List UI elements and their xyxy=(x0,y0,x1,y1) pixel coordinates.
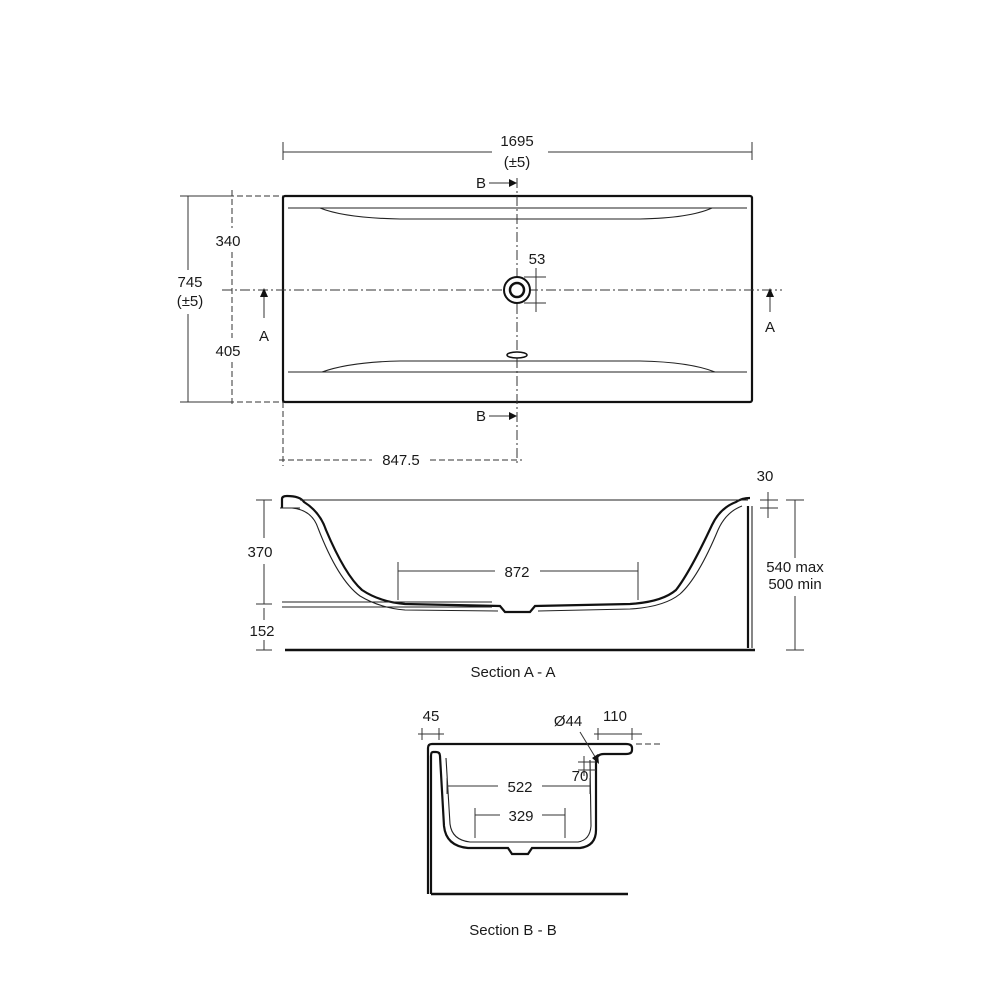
section-b-caption: Section B - B xyxy=(469,922,557,939)
leg-height-label: 152 xyxy=(249,623,274,640)
section-a-tub-inner xyxy=(291,505,743,612)
overall-width-label: 745 xyxy=(177,274,202,291)
half-length-label: 847.5 xyxy=(382,452,420,469)
basin-curve-top xyxy=(319,207,713,220)
section-a-marker-left: A xyxy=(259,328,269,345)
section-b-view: 45 Ø44 110 70 522 329 Section B - B xyxy=(418,708,660,939)
section-b-tub-profile xyxy=(426,742,634,894)
lower-width-label: 405 xyxy=(215,343,240,360)
basin-curve-bottom xyxy=(321,360,716,373)
section-a-arrow-right-icon xyxy=(766,288,774,297)
base-length-label: 872 xyxy=(504,564,529,581)
plan-view: 1695 (±5) 53 B B A xyxy=(177,133,782,469)
width-tolerance-label: (±5) xyxy=(177,293,204,310)
total-height-max-label: 540 max xyxy=(766,559,824,576)
overflow-arrow-icon xyxy=(592,754,599,764)
rim-height-label: 30 xyxy=(757,468,774,485)
inner-depth-label: 370 xyxy=(247,544,272,561)
rim-width-label: 45 xyxy=(423,708,440,725)
upper-width-label: 340 xyxy=(215,233,240,250)
overall-length-label: 1695 xyxy=(500,133,533,150)
overflow-offset-label: 70 xyxy=(572,768,589,785)
overflow-diameter-label: Ø44 xyxy=(554,713,582,730)
section-b-arrow-bottom-icon xyxy=(509,412,517,420)
section-b-marker-bottom: B xyxy=(476,408,486,425)
inner-width-label: 522 xyxy=(507,779,532,796)
overflow-leader-line xyxy=(579,731,598,761)
section-a-marker-right: A xyxy=(765,319,775,336)
waste-diameter-label: 53 xyxy=(529,251,546,268)
section-a-caption: Section A - A xyxy=(470,664,555,681)
overflow-slot xyxy=(506,351,528,359)
section-a-arrow-left-icon xyxy=(260,288,268,297)
total-height-min-label: 500 min xyxy=(768,576,821,593)
section-a-view: 872 370 152 30 540 max 500 min Section A… xyxy=(247,468,824,681)
waste-outlet-inner xyxy=(508,281,526,299)
section-b-marker-top: B xyxy=(476,175,486,192)
waste-outlet-outer xyxy=(503,276,531,304)
base-width-label: 329 xyxy=(508,808,533,825)
section-b-tub-inner xyxy=(445,757,592,843)
section-b-arrow-top-icon xyxy=(509,179,517,187)
length-tolerance-label: (±5) xyxy=(504,154,531,171)
deck-width-label: 110 xyxy=(603,708,627,725)
